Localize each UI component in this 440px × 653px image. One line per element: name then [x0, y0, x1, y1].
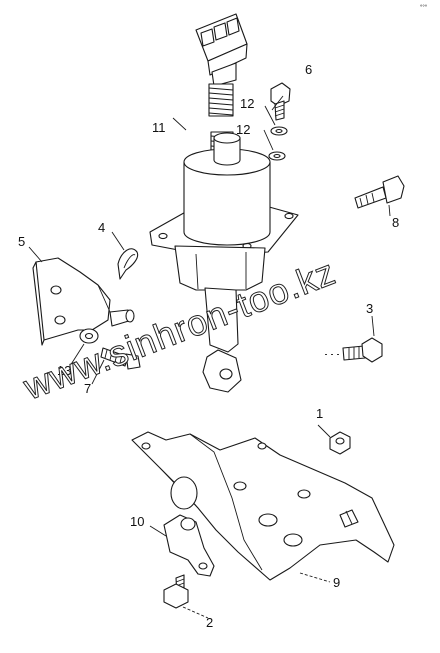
callout-13: 13: [57, 363, 71, 378]
washer-lower: [268, 151, 286, 161]
leader-lines: [28, 95, 391, 619]
bracket-5: [32, 257, 135, 346]
bolt-6: [270, 82, 291, 121]
callout-11: 11: [152, 120, 166, 135]
bolt-3: [325, 337, 383, 363]
callout-3: 3: [366, 301, 373, 316]
plate-10: [163, 514, 215, 577]
callout-8: 8: [392, 215, 399, 230]
callout-9: 9: [333, 575, 340, 590]
bolt-2: [163, 574, 189, 609]
callout-4: 4: [98, 220, 105, 235]
callout-7: 7: [84, 381, 91, 396]
callout-labels: 1 2 3 4 5 6 7 8 9 10 11 12 12 13: [18, 62, 399, 630]
washer-13: [79, 328, 99, 344]
callout-6: 6: [305, 62, 312, 77]
bolt-8: [354, 175, 405, 209]
callout-10: 10: [130, 514, 144, 529]
callout-12-lower: 12: [236, 122, 250, 137]
nut-1: [329, 431, 351, 455]
washer-upper: [270, 126, 288, 136]
bracket-9: [131, 431, 395, 581]
corner-mark: °°°: [420, 5, 428, 11]
callout-12-upper: 12: [240, 96, 254, 111]
screw-7: [100, 347, 141, 370]
clip-4: [117, 248, 139, 280]
callout-5: 5: [18, 234, 25, 249]
callout-2: 2: [206, 615, 213, 630]
connector-plug: [195, 13, 248, 87]
callout-1: 1: [316, 406, 323, 421]
solenoid-body: [149, 132, 299, 393]
